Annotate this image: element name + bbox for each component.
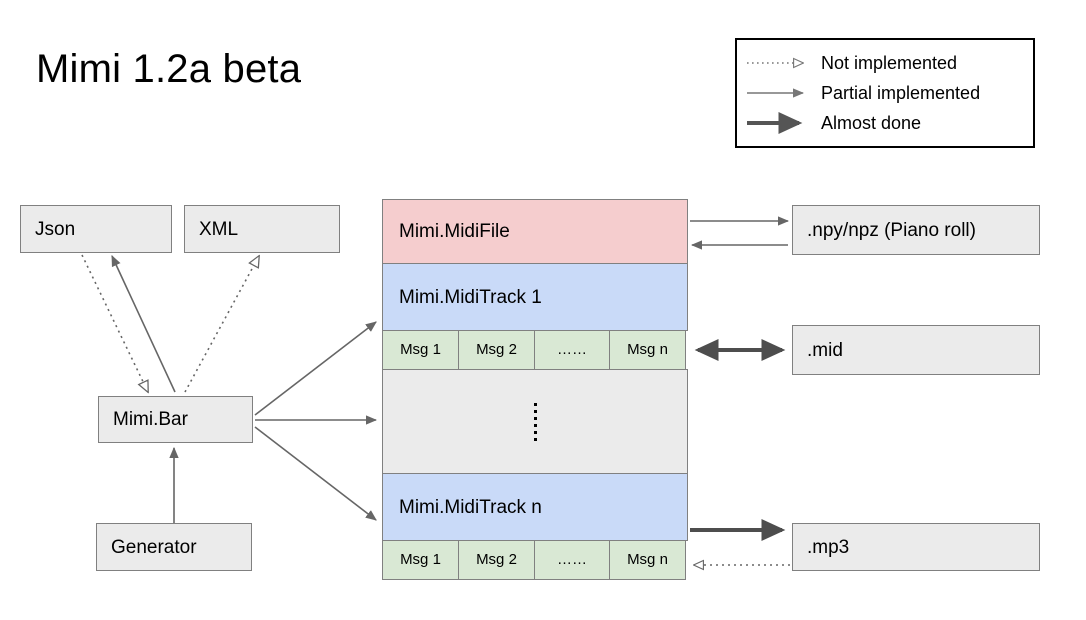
message-cell-ellipsis: …… (534, 540, 610, 580)
legend-label-almost-done: Almost done (821, 113, 922, 133)
node-mp3[interactable]: .mp3 (792, 523, 1040, 571)
node-mimi-bar[interactable]: Mimi.Bar (98, 396, 253, 443)
stack-segment-miditrack-n[interactable]: Mimi.MidiTrack n (382, 473, 688, 541)
legend-sample-thick-solid-arrow-icon (747, 111, 803, 135)
message-row-track-1: Msg 1 Msg 2 …… Msg n (382, 330, 688, 370)
legend-label-not-implemented: Not implemented (821, 53, 958, 73)
message-cell[interactable]: Msg n (609, 540, 686, 580)
node-mid[interactable]: .mid (792, 325, 1040, 375)
legend-box: Not implemented Partial implemented (735, 38, 1035, 148)
legend-sample-dotted-hollow-arrow-icon (747, 51, 817, 75)
node-generator-label: Generator (111, 536, 197, 558)
legend-sample-thin-solid-arrow-icon (747, 88, 805, 98)
message-row-track-n: Msg 1 Msg 2 …… Msg n (382, 540, 688, 580)
legend-item-partial-implemented: Partial implemented (737, 78, 1033, 108)
node-json[interactable]: Json (20, 205, 172, 253)
edge-bar-to-xml (184, 256, 259, 393)
page-title: Mimi 1.2a beta (36, 47, 302, 91)
edge-json-to-bar (81, 254, 148, 392)
message-cell[interactable]: Msg 1 (382, 330, 459, 370)
message-cell[interactable]: Msg n (609, 330, 686, 370)
node-xml[interactable]: XML (184, 205, 340, 253)
node-npy-npz-label: .npy/npz (Piano roll) (807, 219, 976, 241)
stack-segment-midifile[interactable]: Mimi.MidiFile (382, 199, 688, 264)
node-mp3-label: .mp3 (807, 536, 850, 558)
node-mid-label: .mid (807, 339, 843, 361)
message-cell[interactable]: Msg 2 (458, 330, 535, 370)
stack-segment-gap (382, 369, 688, 474)
node-generator[interactable]: Generator (96, 523, 252, 571)
legend-item-almost-done: Almost done (737, 108, 1033, 138)
node-json-label: Json (35, 218, 76, 240)
edge-bar-to-json (111, 254, 176, 393)
legend-item-not-implemented: Not implemented (737, 48, 1033, 78)
mimi-midifile-stack: Mimi.MidiFile Mimi.MidiTrack 1 Msg 1 Msg… (382, 199, 688, 580)
message-cell[interactable]: Msg 1 (382, 540, 459, 580)
stack-segment-miditrack-n-label: Mimi.MidiTrack n (399, 496, 542, 518)
message-cell[interactable]: Msg 2 (458, 540, 535, 580)
node-mimi-bar-label: Mimi.Bar (113, 409, 188, 430)
stack-segment-miditrack-1[interactable]: Mimi.MidiTrack 1 (382, 263, 688, 331)
edge-bar-to-track1 (254, 321, 377, 416)
node-xml-label: XML (199, 218, 239, 240)
node-npy-npz[interactable]: .npy/npz (Piano roll) (792, 205, 1040, 255)
stack-segment-miditrack-1-label: Mimi.MidiTrack 1 (399, 286, 542, 308)
edge-bar-to-trackn (254, 426, 377, 521)
stack-segment-midifile-label: Mimi.MidiFile (399, 221, 510, 242)
message-cell-ellipsis: …… (534, 330, 610, 370)
legend-label-partial-implemented: Partial implemented (821, 83, 981, 103)
